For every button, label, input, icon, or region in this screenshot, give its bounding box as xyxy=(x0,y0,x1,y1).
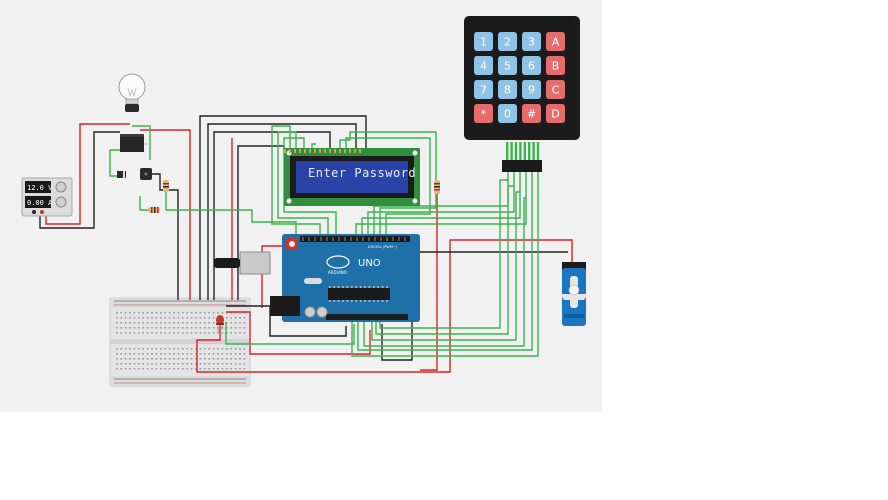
keypad-4x4[interactable]: 1 2 3 A 4 5 6 B 7 8 9 C * 0 # D xyxy=(464,16,580,172)
keypad-key-label: B xyxy=(552,60,560,73)
arduino-uno[interactable]: UNO ARDUINO DIGITAL (PWM~) xyxy=(214,234,420,322)
keypad-key-label: 4 xyxy=(480,60,487,73)
keypad-key[interactable]: A xyxy=(546,32,565,51)
keypad-key[interactable]: 6 xyxy=(522,56,541,75)
keypad-key[interactable]: 7 xyxy=(474,80,493,99)
keypad-key[interactable]: * xyxy=(474,104,493,123)
keypad-key-label: 5 xyxy=(504,60,511,73)
keypad-key-label: A xyxy=(552,36,560,49)
keypad-key-label: 1 xyxy=(480,36,487,49)
keypad-key-label: 7 xyxy=(480,84,487,97)
breadboard[interactable] xyxy=(109,297,251,387)
red-led[interactable] xyxy=(216,315,224,332)
transistor[interactable] xyxy=(140,168,152,180)
lcd-message: Enter Password xyxy=(308,166,416,180)
resistor-base[interactable] xyxy=(148,207,160,213)
keypad-key-label: 6 xyxy=(528,60,535,73)
resistor-pulldown[interactable] xyxy=(163,180,169,192)
keypad-key-label: # xyxy=(527,108,536,121)
green-wires xyxy=(109,125,539,357)
keypad-key[interactable]: 9 xyxy=(522,80,541,99)
keypad-key-label: 9 xyxy=(528,84,535,97)
lcd-display[interactable]: Enter Password xyxy=(284,148,420,206)
keypad-key-label: 0 xyxy=(504,108,511,121)
red-wires xyxy=(45,123,573,373)
board-brand: ARDUINO xyxy=(328,270,347,275)
relay[interactable] xyxy=(120,134,148,152)
voltage-readout: 12.0 V xyxy=(27,184,53,192)
digital-header-label: DIGITAL (PWM~) xyxy=(368,245,398,249)
keypad-key[interactable]: 4 xyxy=(474,56,493,75)
board-model: UNO xyxy=(358,258,381,269)
circuit-schematic: 12.0 V 0.00 A Enter Password UNO xyxy=(21,16,588,387)
keypad-key-label: 8 xyxy=(504,84,511,97)
wires xyxy=(39,115,573,373)
keypad-key-label: * xyxy=(481,108,487,121)
light-bulb[interactable] xyxy=(118,73,146,112)
keypad-key[interactable]: 8 xyxy=(498,80,517,99)
power-supply[interactable]: 12.0 V 0.00 A xyxy=(21,177,73,217)
keypad-key[interactable]: 1 xyxy=(474,32,493,51)
resistor-lcd-contrast[interactable] xyxy=(434,180,440,194)
keypad-key[interactable]: 3 xyxy=(522,32,541,51)
keypad-key[interactable]: 2 xyxy=(498,32,517,51)
keypad-key[interactable]: D xyxy=(546,104,565,123)
servo-motor[interactable] xyxy=(560,262,588,326)
keypad-key[interactable]: # xyxy=(522,104,541,123)
keypad-key-label: 2 xyxy=(504,36,511,49)
diode[interactable] xyxy=(117,171,126,178)
keypad-key[interactable]: 0 xyxy=(498,104,517,123)
keypad-key-label: D xyxy=(551,108,559,121)
keypad-key[interactable]: C xyxy=(546,80,565,99)
keypad-key[interactable]: B xyxy=(546,56,565,75)
keypad-key[interactable]: 5 xyxy=(498,56,517,75)
circuit-canvas[interactable]: 12.0 V 0.00 A Enter Password UNO xyxy=(0,0,602,412)
current-readout: 0.00 A xyxy=(27,199,53,207)
keypad-key-label: 3 xyxy=(528,36,535,49)
keypad-key-label: C xyxy=(552,84,560,97)
